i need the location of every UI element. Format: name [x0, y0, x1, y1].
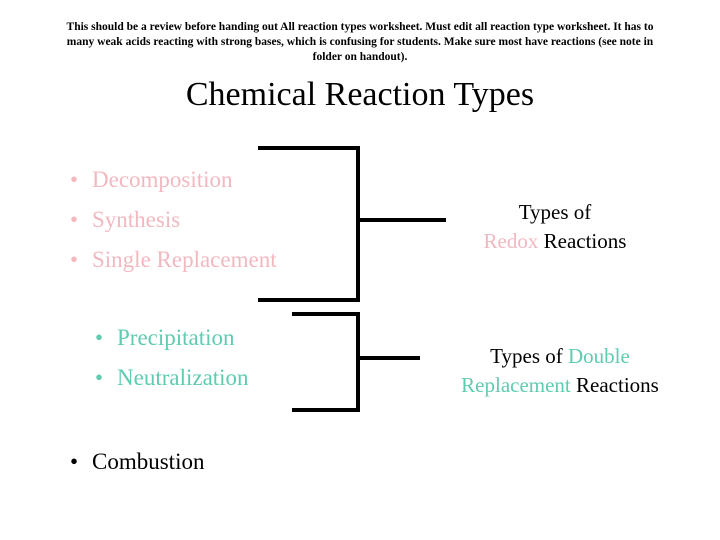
bullet-icon: •: [70, 449, 79, 474]
label-double-replacement-reactions: Types of Double Replacement Reactions: [420, 342, 700, 400]
list-item: • Synthesis: [70, 200, 277, 240]
double-suffix: Reactions: [570, 373, 659, 397]
page-title: Chemical Reaction Types: [185, 76, 535, 113]
list-item-label: Synthesis: [92, 207, 181, 232]
connector-line-double-replacement: [356, 356, 420, 360]
label-redox-line1: Types of: [518, 200, 592, 224]
bracket-redox: [258, 146, 360, 302]
list-item: • Precipitation: [95, 318, 249, 358]
list-item: • Combustion: [70, 442, 204, 482]
connector-line-redox: [356, 218, 446, 222]
label-redox-line2: Redox Reactions: [430, 227, 680, 256]
list-item: • Single Replacement: [70, 240, 277, 280]
list-item-label: Combustion: [92, 449, 205, 474]
label-double-line1: Types of Double: [420, 342, 700, 371]
double-highlight-2: Replacement: [461, 373, 571, 397]
list-item-label: Neutralization: [117, 365, 249, 390]
bullet-group-redox: • Decomposition • Synthesis • Single Replac…: [70, 160, 277, 280]
double-prefix: Types of: [490, 344, 569, 368]
bullet-icon: •: [70, 167, 79, 192]
bullet-icon: •: [70, 247, 79, 272]
redox-highlight: Redox: [483, 229, 539, 253]
list-item: • Neutralization: [95, 358, 249, 398]
bullet-group-double-replacement: • Precipitation • Neutralization: [95, 318, 249, 398]
bracket-double-replacement: [292, 312, 360, 412]
label-double-line2: Replacement Reactions: [420, 371, 700, 400]
bullet-icon: •: [70, 207, 79, 232]
bullet-icon: •: [95, 365, 104, 390]
list-item-label: Single Replacement: [92, 247, 277, 272]
redox-suffix: Reactions: [538, 229, 627, 253]
list-item-label: Decomposition: [92, 167, 233, 192]
presenter-note: This should be a review before handing o…: [66, 21, 654, 63]
bullet-icon: •: [95, 325, 104, 350]
double-highlight-1: Double: [568, 344, 630, 368]
list-item-label: Precipitation: [117, 325, 235, 350]
bullet-group-combustion: • Combustion: [70, 442, 204, 482]
label-redox-reactions: Types of Redox Reactions: [430, 198, 680, 256]
list-item: • Decomposition: [70, 160, 277, 200]
